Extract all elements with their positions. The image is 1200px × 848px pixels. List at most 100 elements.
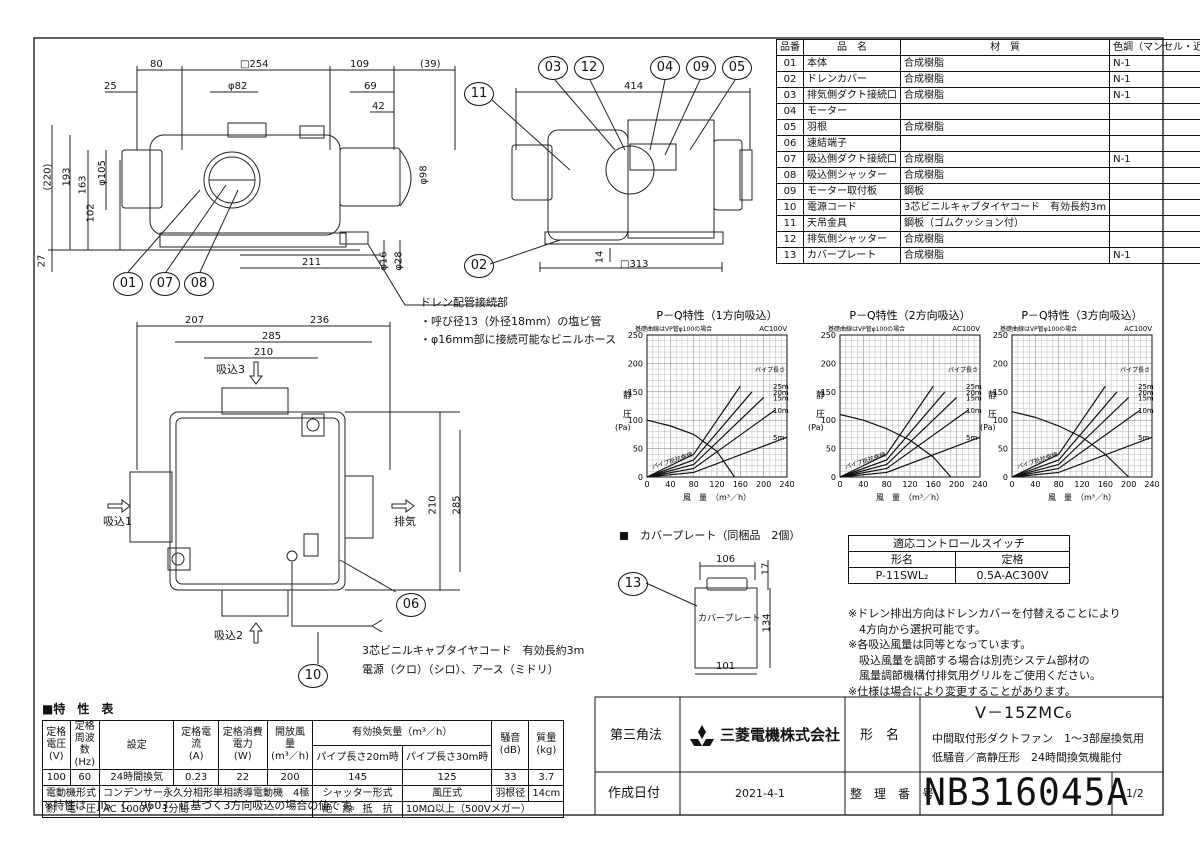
- pipe-resistance-curve-25m: [646, 385, 741, 478]
- note-line: ※ドレン排出方向はドレンカバーを付替えることにより: [848, 607, 1121, 620]
- part-name: カバープレート: [803, 247, 901, 264]
- part-name: 吸込側シャッター: [803, 167, 901, 184]
- part-name: 速結端子: [803, 135, 901, 152]
- spec-insulation-label: 絶 縁 抵 抗: [312, 801, 403, 818]
- xtick-label: 120: [1074, 480, 1089, 489]
- spec-h-mass: 質量 (kg): [528, 720, 565, 770]
- ytick-label: 250: [993, 331, 1008, 340]
- pipe-resistance-curve-15m: [839, 397, 958, 478]
- pipe-resistance-curve-10m: [1011, 409, 1141, 478]
- cover-plate-heading: カバープレート（同梱品 2個）: [640, 529, 801, 542]
- callout-13: 13: [618, 572, 648, 596]
- callout-10: 10: [298, 664, 328, 688]
- spec-withstand-value: AC 1000V 1分間: [98, 801, 314, 818]
- plot-frame: [646, 334, 788, 478]
- dim-134: 134: [761, 613, 773, 633]
- part-no: 11: [776, 215, 804, 232]
- part-color: N-1: [1109, 151, 1200, 168]
- dim-39: (39): [420, 59, 441, 70]
- ytick-label: 0: [638, 473, 643, 482]
- dim-163: 163: [77, 175, 89, 195]
- ytick-label: 200: [628, 359, 643, 368]
- ylabel-1: 静: [816, 389, 825, 401]
- callout-09: 09: [686, 56, 716, 80]
- part-material: 鋼板（ゴムクッション付）: [899, 215, 1111, 232]
- plot-frame: [1011, 334, 1153, 478]
- xtick-label: 40: [1030, 480, 1040, 489]
- dim-220: (220): [42, 163, 54, 191]
- part-no: 08: [776, 167, 804, 184]
- spec-db: 33: [491, 769, 530, 786]
- chart-subtitle: 基礎曲線はVP管φ100の場合: [1000, 325, 1077, 333]
- xtick-label: 80: [882, 480, 892, 489]
- xtick-label: 0: [1009, 480, 1014, 489]
- dim-right-285: 285: [451, 495, 463, 515]
- spec-h-voltage: 定格電圧 (V): [42, 720, 71, 770]
- model-number: V－15ZMC6: [975, 705, 1073, 721]
- ytick-label: 200: [821, 359, 836, 368]
- header-color: 色調（マンセル・近）: [1109, 39, 1200, 56]
- pq-fan-curve: [839, 413, 952, 478]
- chart-subtitle: 基礎曲線はVP管φ100の場合: [635, 325, 712, 333]
- dim-phi98: φ98: [418, 165, 430, 185]
- part-name: 本体: [803, 55, 901, 72]
- part-name: 天吊金具: [803, 215, 901, 232]
- dim-211: 211: [302, 257, 322, 268]
- label-cord: 3芯ビニルキャブタイヤコード 有効長約3m: [362, 644, 585, 657]
- dim-285: 285: [262, 331, 282, 342]
- pipe-length-label: 5m: [1138, 434, 1149, 442]
- dim-254: □254: [240, 59, 269, 70]
- xtick-label: 160: [926, 480, 941, 489]
- projection-method: 第三角法: [610, 728, 663, 743]
- note-line: 4方向から選択可能です。: [848, 622, 986, 636]
- ylabel-2: 圧: [816, 409, 825, 420]
- spec-p20: 145: [312, 769, 403, 786]
- switch-col-rating: 定格: [955, 551, 1070, 568]
- part-name: 排気側ダクト接続口: [803, 87, 901, 104]
- cover-plate-label: カバープレート: [698, 614, 761, 624]
- dim-193: 193: [61, 167, 73, 187]
- date-value: 2021-4-1: [735, 787, 785, 800]
- notes-block: ※ドレン排出方向はドレンカバーを付替えることにより 4方向から選択可能です。※各…: [848, 606, 1121, 699]
- note-line: 吸込風量を調節する場合は別売システム部材の: [848, 653, 1090, 667]
- part-color: N-1: [1109, 87, 1200, 104]
- plot-frame: [839, 334, 981, 478]
- part-name: 排気側シャッター: [803, 231, 901, 248]
- part-no: 04: [776, 103, 804, 120]
- parts-table-header: 品番 品 名 材 質 色調（マンセル・近）: [776, 39, 1200, 56]
- part-material: 合成樹脂: [899, 151, 1111, 168]
- title-block-lines: [594, 696, 1164, 816]
- part-material: 合成樹脂: [899, 231, 1111, 248]
- pipe-resistance-curve-20m: [1011, 391, 1118, 478]
- part-material: 合成樹脂: [899, 71, 1111, 88]
- ytick-label: 100: [628, 416, 643, 425]
- switch-table: 適応コントロールスイッチ 形名 定格 P-11SWL₂ 0.5A-AC300V: [848, 535, 1070, 584]
- dim-101: 101: [716, 661, 736, 672]
- chart-subtitle: 基礎曲線はVP管φ100の場合: [828, 325, 905, 333]
- part-color: [1109, 167, 1200, 184]
- label-inlet3: 吸込3: [216, 363, 245, 376]
- part-name: ドレンカバー: [803, 71, 901, 88]
- spec-blade-value: 14cm: [528, 785, 565, 802]
- spec-shutter-value: 風圧式: [401, 785, 493, 802]
- xtick-label: 160: [1098, 480, 1113, 489]
- page-number: 1/2: [1126, 787, 1144, 800]
- dim-207: 207: [185, 315, 205, 326]
- part-no: 13: [776, 247, 804, 264]
- part-color: N-1: [1109, 247, 1200, 264]
- switch-rating: 0.5A-AC300V: [955, 567, 1070, 584]
- callout-01: 01: [113, 272, 143, 296]
- pipe-length-label: 20m: [773, 389, 789, 397]
- label-wire-colors: 電源（クロ）（シロ）、アース（ミドリ）: [362, 663, 559, 676]
- part-material: 合成樹脂: [899, 87, 1111, 104]
- ytick-label: 200: [993, 359, 1008, 368]
- dim-14: 14: [594, 250, 606, 264]
